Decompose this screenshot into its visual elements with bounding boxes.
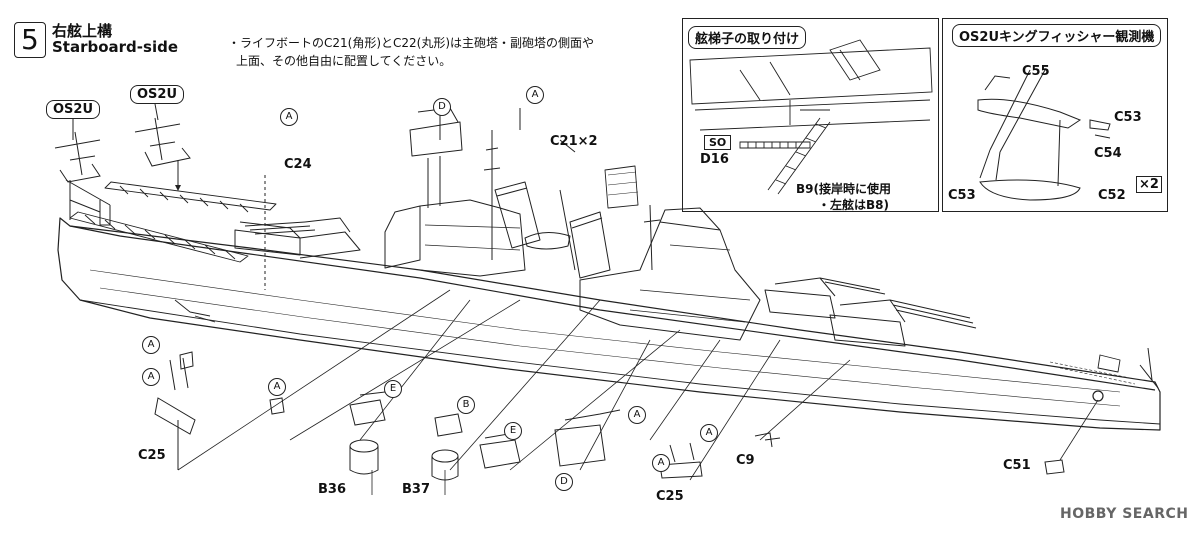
- label-b37: B37: [402, 482, 430, 497]
- lifeboat: [524, 232, 571, 250]
- marker-a-4: A: [142, 368, 160, 386]
- label-x2: ×2: [1136, 176, 1162, 193]
- step-title-jp: 右舷上構: [52, 22, 113, 40]
- label-c52: C52: [1098, 188, 1126, 203]
- marker-a-5: A: [268, 378, 286, 396]
- label-c55: C55: [1022, 64, 1050, 79]
- step-number: 5: [21, 23, 39, 56]
- marker-a-1: A: [280, 108, 298, 126]
- marker-e-2: E: [504, 422, 522, 440]
- os2u-inset-title: OS2Uキングフィッシャー観測機: [952, 24, 1162, 47]
- label-c51: C51: [1003, 458, 1031, 473]
- marker-a-7: A: [700, 424, 718, 442]
- label-b9-line2: ・左舷はB8): [818, 198, 889, 212]
- marker-a-6: A: [628, 406, 646, 424]
- part-c25-left: [154, 357, 196, 435]
- funnel-fore: [569, 211, 611, 279]
- bridge: [579, 221, 761, 341]
- marker-b-1: B: [457, 396, 475, 414]
- os2u-inset-frame: [942, 18, 1168, 212]
- os2u-plane-right: [134, 117, 191, 167]
- marker-e-1: E: [384, 380, 402, 398]
- ladder-inset-frame: [682, 18, 939, 212]
- label-c25-left: C25: [138, 448, 166, 463]
- so-tag: SO: [704, 135, 732, 150]
- part-c25-right: [659, 442, 703, 479]
- label-c25-right: C25: [656, 489, 684, 504]
- os2u-float: [979, 179, 1081, 201]
- label-c9: C9: [736, 453, 755, 468]
- fore-turret-2: [764, 277, 836, 319]
- label-c53-b: C53: [948, 188, 976, 203]
- label-b9-line1: B9(接岸時に使用: [796, 182, 891, 196]
- note-line-1: ・ライフボートのC21(角形)とC22(丸形)は主砲塔・副砲塔の側面や: [228, 36, 595, 50]
- os2u-label-right: OS2U: [130, 85, 185, 104]
- step-number-box: 5: [14, 22, 46, 58]
- aft-turret: [234, 221, 316, 256]
- marker-a-8: A: [652, 454, 670, 472]
- ladder-d16: [739, 141, 811, 149]
- part-c9: [754, 432, 781, 448]
- label-c53-a: C53: [1114, 110, 1142, 125]
- funnel-aft: [494, 181, 541, 249]
- step-title-en: Starboard-side: [52, 38, 178, 56]
- catapult-right: [104, 181, 277, 213]
- label-b36: B36: [318, 482, 346, 497]
- label-c21x2: C21×2: [550, 134, 598, 149]
- hull-outline: [57, 217, 1161, 431]
- marker-a-3: A: [142, 336, 160, 354]
- os2u-plane-left: [54, 131, 101, 183]
- marker-d-1: D: [433, 98, 451, 116]
- ladder-inset-title: 舷梯子の取り付け: [688, 26, 807, 49]
- label-c54: C54: [1094, 146, 1122, 161]
- label-c24: C24: [284, 157, 312, 172]
- watermark-text: HOBBY SEARCH: [1060, 506, 1189, 522]
- marker-d-2: D: [555, 473, 573, 491]
- part-b37: [431, 449, 459, 463]
- note-line-2: 上面、その他自由に配置してください。: [236, 54, 452, 68]
- part-b36: [349, 439, 379, 453]
- ladder-b9: [767, 117, 831, 195]
- marker-a-2: A: [526, 86, 544, 104]
- part-c51: [1044, 459, 1065, 475]
- part-d-turret: [554, 409, 621, 467]
- label-d16: D16: [700, 152, 729, 167]
- os2u-fuselage: [977, 98, 1082, 129]
- os2u-label-left: OS2U: [46, 100, 101, 119]
